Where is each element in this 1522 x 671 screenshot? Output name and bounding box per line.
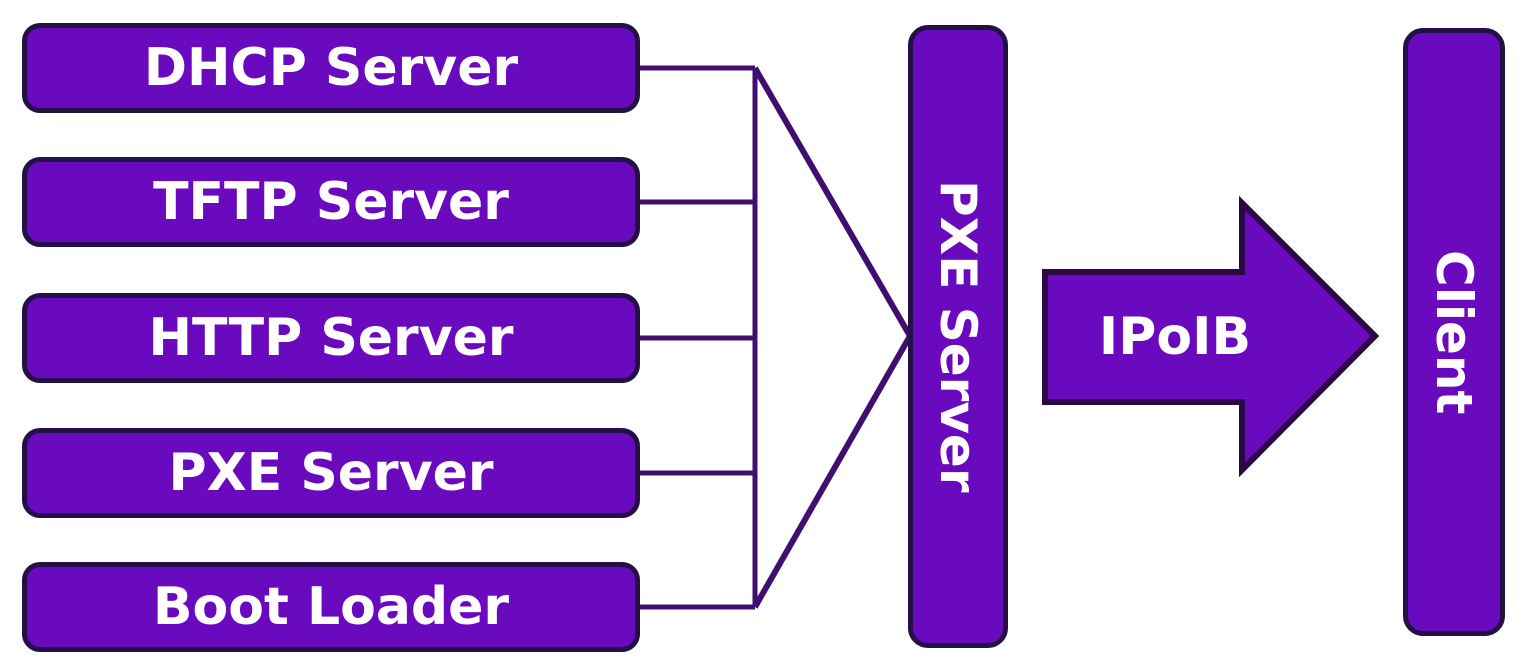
box-client-label: Client <box>1425 249 1483 415</box>
box-pxe-server: PXE Server <box>22 428 640 518</box>
box-pxe-server-label: PXE Server <box>168 443 494 503</box>
diagonal-top-line <box>752 66 913 338</box>
box-boot-loader: Boot Loader <box>22 562 640 652</box>
ipoib-arrow <box>1042 195 1380 478</box>
box-http-server: HTTP Server <box>22 293 640 383</box>
box-pxe-server-hub-label: PXE Server <box>929 180 987 493</box>
box-http-server-label: HTTP Server <box>148 308 514 368</box>
box-client: Client <box>1403 28 1505 636</box>
box-tftp-server-label: TFTP Server <box>153 172 509 232</box>
box-dhcp-server-label: DHCP Server <box>143 38 519 98</box>
box-pxe-server-hub: PXE Server <box>908 25 1008 648</box>
box-boot-loader-label: Boot Loader <box>152 577 510 637</box>
diagonal-bottom-line <box>752 334 913 609</box>
box-tftp-server: TFTP Server <box>22 157 640 247</box>
box-dhcp-server: DHCP Server <box>22 23 640 113</box>
